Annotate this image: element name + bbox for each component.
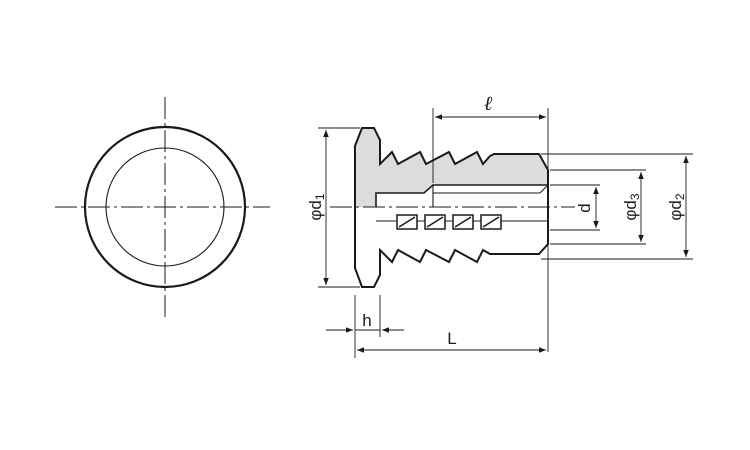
slot-hatch: [426, 216, 444, 228]
upper-section-fill: [355, 128, 548, 207]
label-d1: φd1: [306, 193, 327, 221]
label-h: h: [362, 311, 371, 330]
side-view: [330, 127, 575, 288]
slot-hatch: [398, 216, 416, 228]
slot-hatch: [454, 216, 472, 228]
label-d2: φd2: [666, 193, 687, 221]
part-outline: [354, 127, 549, 288]
slot-hatch: [482, 216, 500, 228]
label-d3: φd3: [621, 193, 642, 221]
label-d: d: [575, 203, 594, 212]
bore-tip-chamfer: [539, 184, 549, 194]
label-L: L: [447, 329, 456, 348]
dimension-labels: ℓ φd1 d φd3 φd2 h L: [306, 93, 687, 348]
label-l: ℓ: [484, 93, 493, 115]
slot-group: [396, 214, 502, 230]
bore-hollow: [376, 185, 548, 207]
dimensions: [318, 108, 693, 358]
bore-outline: [375, 184, 548, 207]
end-view: [55, 97, 270, 320]
